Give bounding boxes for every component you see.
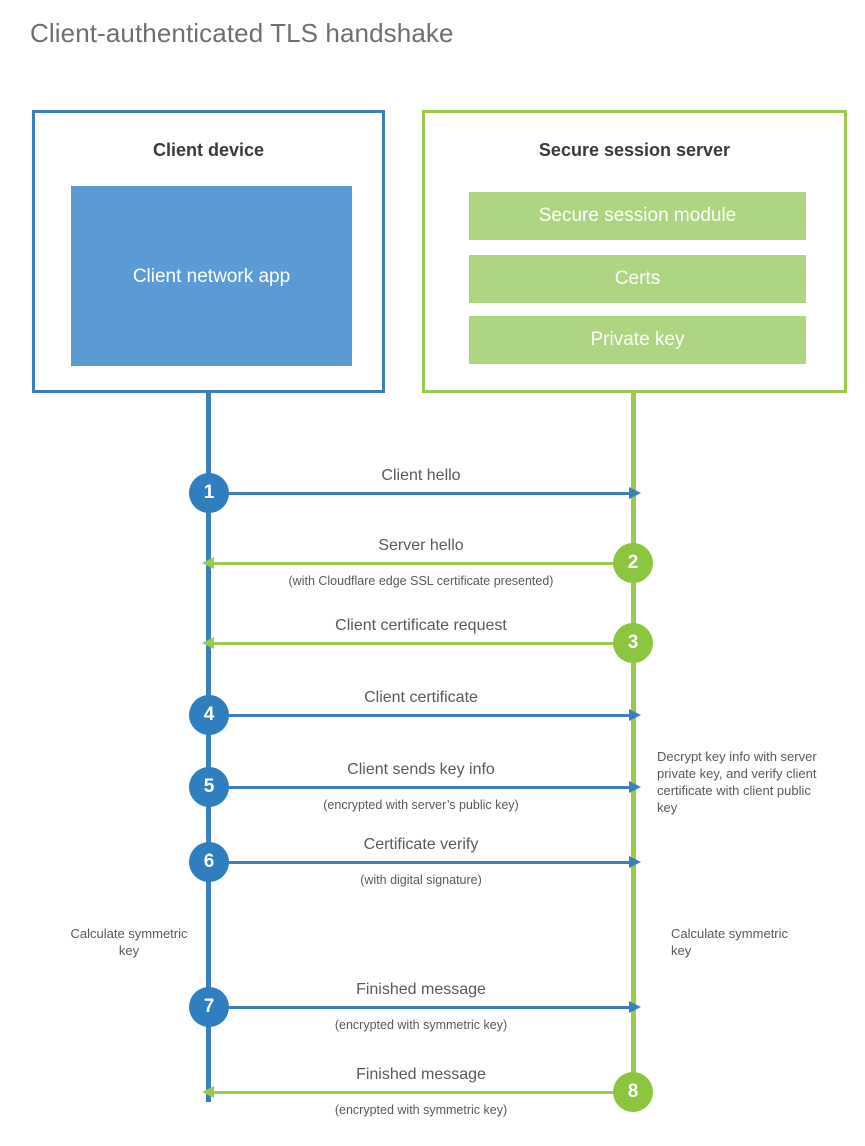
- arrow-line-8: [212, 1091, 620, 1094]
- secure-session-module-block: Secure session module: [469, 192, 806, 240]
- arrow-line-7: [222, 1006, 630, 1009]
- message-sublabel-6: (with digital signature): [360, 873, 482, 887]
- message-label-8: Finished message: [356, 1066, 486, 1083]
- step-circle-6: 6: [189, 842, 229, 882]
- message-label-1: Client hello: [381, 467, 461, 484]
- step-circle-5: 5: [189, 767, 229, 807]
- certs-block: Certs: [469, 255, 806, 303]
- arrow-line-1: [222, 492, 630, 495]
- message-label-2: Server hello: [378, 537, 464, 554]
- message-sublabel-7: (encrypted with symmetric key): [334, 1018, 508, 1032]
- arrow-line-2: [212, 562, 620, 565]
- arrow-line-3: [212, 642, 620, 645]
- arrow-head-icon-8: [201, 1086, 214, 1098]
- arrow-head-icon-3: [201, 637, 214, 649]
- step-circle-1: 1: [189, 473, 229, 513]
- note-server-decrypt: Decrypt key info with server private key…: [657, 749, 817, 815]
- message-sublabel-2: (with Cloudflare edge SSL certificate pr…: [288, 574, 554, 588]
- arrow-step-5: [222, 781, 641, 793]
- client-device-title: Client device: [152, 140, 265, 160]
- arrow-head-icon-4: [628, 709, 641, 721]
- note-client-calculate-symmetric-key: Calculate symmetric key: [70, 926, 188, 958]
- step-circle-7: 7: [189, 987, 229, 1027]
- arrow-head-icon-5: [628, 781, 641, 793]
- arrow-head-icon-2: [201, 557, 214, 569]
- client-device-box: Client device Client network app: [32, 110, 385, 393]
- arrow-step-6: [222, 856, 641, 868]
- arrow-head-icon-1: [628, 487, 641, 499]
- private-key-block: Private key: [469, 316, 806, 364]
- arrow-line-6: [222, 861, 630, 864]
- arrow-step-4: [222, 709, 641, 721]
- note-server-calculate-symmetric-key: Calculate symmetric key: [671, 926, 789, 958]
- message-label-7: Finished message: [356, 981, 486, 998]
- arrow-line-4: [222, 714, 630, 717]
- arrow-step-8: [201, 1086, 620, 1098]
- arrow-step-1: [222, 487, 641, 499]
- message-sublabel-5: (encrypted with server’s public key): [323, 798, 519, 812]
- message-label-3: Client certificate request: [335, 617, 507, 634]
- secure-session-server-title: Secure session server: [538, 140, 731, 160]
- message-sublabel-8: (encrypted with symmetric key): [334, 1103, 508, 1117]
- arrow-step-2: [201, 557, 620, 569]
- step-circle-8: 8: [613, 1072, 653, 1112]
- step-circle-2: 2: [613, 543, 653, 583]
- arrow-step-7: [222, 1001, 641, 1013]
- step-circle-4: 4: [189, 695, 229, 735]
- client-network-app-block: Client network app: [71, 186, 352, 366]
- arrow-head-icon-6: [628, 856, 641, 868]
- message-label-5: Client sends key info: [347, 761, 495, 778]
- step-circle-3: 3: [613, 623, 653, 663]
- arrow-head-icon-7: [628, 1001, 641, 1013]
- message-label-6: Certificate verify: [363, 836, 479, 853]
- arrow-line-5: [222, 786, 630, 789]
- client-lifeline: [206, 392, 211, 1102]
- message-label-4: Client certificate: [364, 689, 478, 706]
- page-title: Client-authenticated TLS handshake: [30, 18, 454, 48]
- arrow-step-3: [201, 637, 620, 649]
- secure-session-server-box: Secure session server Secure session mod…: [422, 110, 847, 393]
- server-lifeline: [631, 392, 636, 1092]
